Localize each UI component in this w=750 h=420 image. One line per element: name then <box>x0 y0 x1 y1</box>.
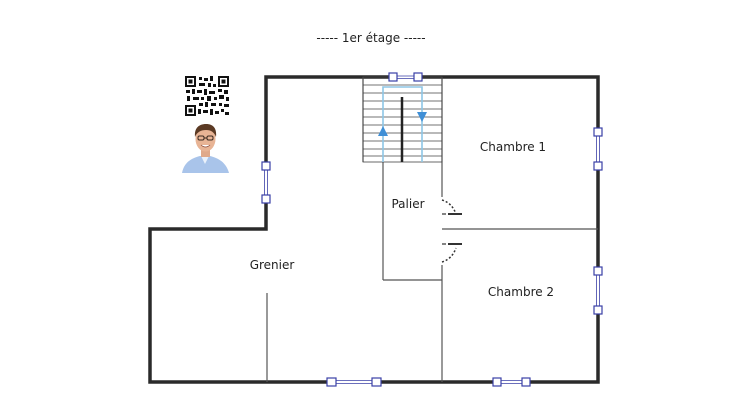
door-bedroom-2 <box>441 243 462 263</box>
room-label-bedroom-1: Chambre 1 <box>480 140 546 154</box>
window-bedroom-2 <box>593 266 603 315</box>
stairs-down-arrow-icon <box>417 112 427 122</box>
window-top <box>388 72 423 82</box>
window-bedroom-1 <box>593 127 603 171</box>
room-label-bedroom-2: Chambre 2 <box>488 285 554 299</box>
room-label-landing: Palier <box>391 197 424 211</box>
door-bedroom-1 <box>441 199 462 215</box>
staircase <box>362 76 443 163</box>
window-left <box>261 161 271 204</box>
window-bottom-bedroom-2 <box>492 377 531 387</box>
exterior-walls <box>148 75 600 384</box>
windows <box>261 72 603 387</box>
qr-code-icon <box>185 76 229 116</box>
doors <box>441 199 462 263</box>
stairs-up-arrow-icon <box>378 126 388 136</box>
window-bottom-attic <box>326 377 382 387</box>
room-label-attic: Grenier <box>250 258 295 272</box>
floor-title: ----- 1er étage ----- <box>316 31 425 45</box>
person-portrait-icon <box>178 120 232 173</box>
interior-walls <box>266 77 598 382</box>
